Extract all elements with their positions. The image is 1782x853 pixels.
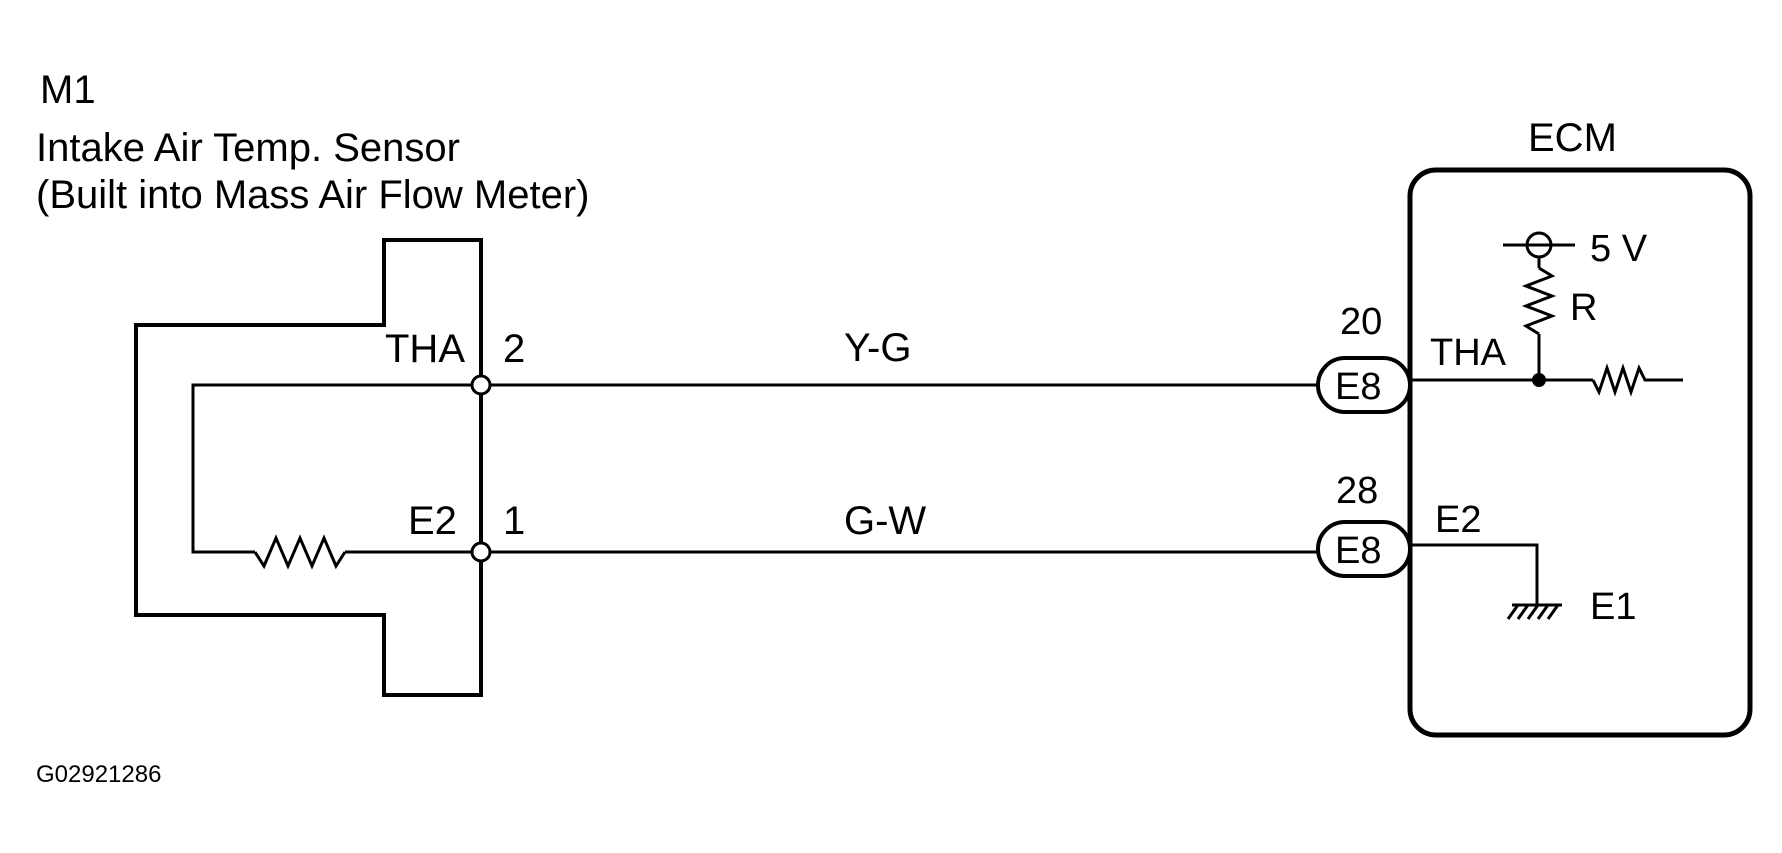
ecm-input-resistor bbox=[1591, 363, 1683, 397]
ecm-terminal-tha: THA bbox=[1430, 332, 1507, 374]
sensor-connector-id: M1 bbox=[40, 68, 96, 112]
sensor-pin-terminal-tha: THA bbox=[385, 327, 465, 371]
ecm-terminal-e2: E2 bbox=[1435, 499, 1481, 541]
ecm-connector-e8-28 bbox=[1316, 520, 1412, 578]
sensor-body bbox=[134, 238, 483, 697]
sensor-note: (Built into Mass Air Flow Meter) bbox=[36, 173, 589, 217]
pin-junction-1 bbox=[470, 541, 492, 563]
figure-id: G02921286 bbox=[36, 761, 161, 788]
ecm-e2-line bbox=[1410, 543, 1539, 605]
pullup-resistor-r bbox=[1521, 266, 1557, 336]
sensor-pin-number-1: 1 bbox=[503, 499, 525, 543]
sensor-name: Intake Air Temp. Sensor bbox=[36, 126, 460, 170]
ecm-connector-label-28: E8 bbox=[1335, 530, 1381, 572]
sensor-internal-loop bbox=[191, 383, 481, 554]
ecm-pin-number-28: 28 bbox=[1336, 470, 1378, 512]
ecm-connector-e8-20 bbox=[1316, 356, 1412, 414]
wire-color-y-g: Y-G bbox=[844, 326, 911, 370]
ground-icon bbox=[1506, 604, 1560, 620]
ecm-connector-label-20: E8 bbox=[1335, 366, 1381, 408]
ground-e1-label: E1 bbox=[1590, 586, 1636, 628]
pin-junction-2 bbox=[470, 374, 492, 396]
sensor-pin-number-2: 2 bbox=[503, 327, 525, 371]
supply-voltage-label: 5 V bbox=[1590, 228, 1648, 270]
ecm-label: ECM bbox=[1528, 116, 1617, 160]
sensor-pin-terminal-e2: E2 bbox=[408, 499, 457, 543]
resistor-r-label: R bbox=[1570, 287, 1597, 329]
ecm-pin-number-20: 20 bbox=[1340, 301, 1382, 343]
wire-color-g-w: G-W bbox=[844, 499, 926, 543]
thermistor-symbol bbox=[253, 534, 347, 570]
ecm-box bbox=[1407, 167, 1753, 738]
